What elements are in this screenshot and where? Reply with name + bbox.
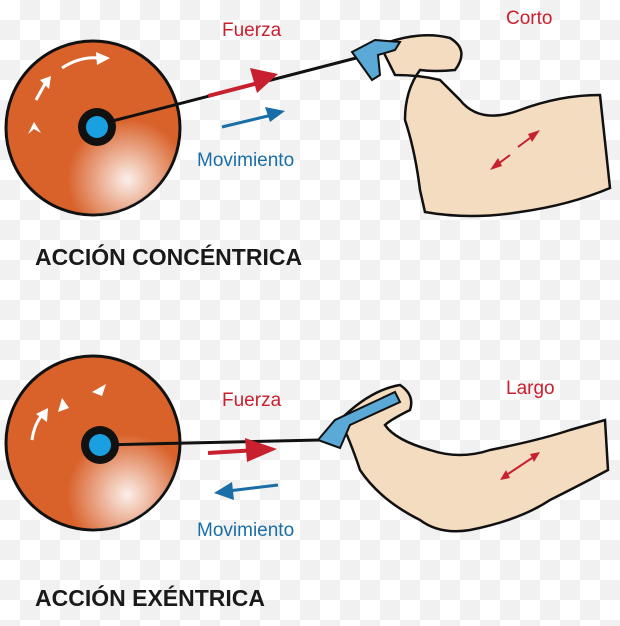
concentric-title: ACCIÓN CONCÉNTRICA [35,244,303,270]
movement-label: Movimiento [197,520,295,541]
handle [316,390,402,450]
movement-label: Movimiento [197,150,295,171]
force-label: Fuerza [222,20,282,41]
rotation-arrow-icon [34,81,48,101]
eccentric-title: ACCIÓN EXÉNTRICA [35,585,266,611]
muscle-label: Corto [506,8,553,29]
eccentric-panel [4,354,610,533]
force-arrow-icon [245,438,277,462]
movement-arrow-icon [265,107,285,122]
arm [378,33,612,218]
muscle-label: Largo [506,378,555,399]
handle [350,38,402,82]
movement-arrow-icon [214,482,234,500]
arm [338,383,610,533]
concentric-panel [4,33,612,218]
force-label: Fuerza [222,390,282,411]
rope [99,438,321,447]
force-arrow-icon [250,68,278,93]
